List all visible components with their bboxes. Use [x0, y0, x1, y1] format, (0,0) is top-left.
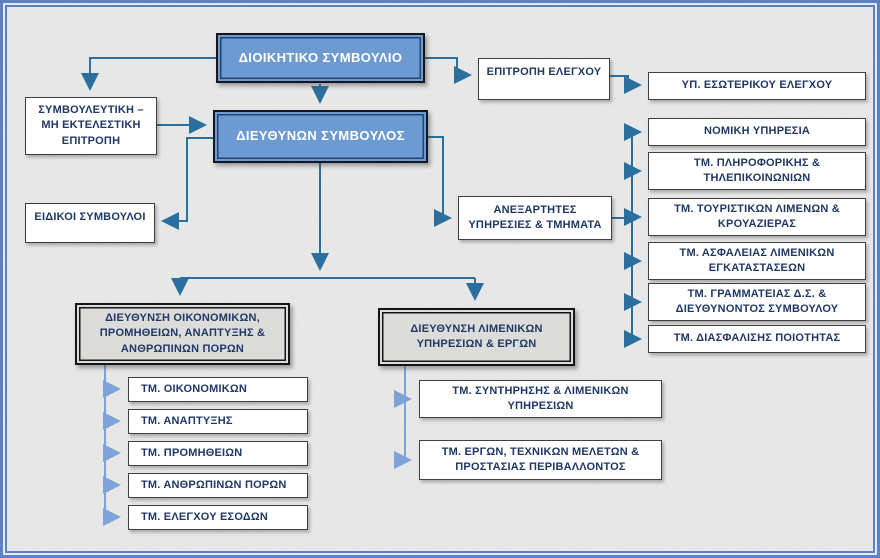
node-ceo: ΔΙΕΥΘΥΝΩΝ ΣΥΜΒΟΥΛΟΣ [213, 110, 428, 163]
node-finance-dept: ΤΜ. ΟΙΚΟΝΟΜΙΚΩΝ [128, 377, 308, 402]
node-board-secretariat-dept: ΤΜ. ΓΡΑΜΜΑΤΕΙΑΣ Δ.Σ. & ΔΙΕΥΘΥΝΟΝΤΟΣ ΣΥΜΒ… [648, 283, 866, 321]
node-it-telecom-dept: ΤΜ. ΠΛΗΡΟΦΟΡΙΚΗΣ & ΤΗΛΕΠΙΚΟΙΝΩΝΙΩΝ [648, 152, 866, 190]
node-development-dept: ΤΜ. ΑΝΑΠΤΥΞΗΣ [128, 409, 308, 434]
node-directorate-finance: ΔΙΕΥΘΥΝΣΗ ΟΙΚΟΝΟΜΙΚΩΝ, ΠΡΟΜΗΘΕΙΩΝ, ΑΝΑΠΤ… [75, 303, 290, 365]
node-revenue-control-dept: ΤΜ. ΕΛΕΓΧΟΥ ΕΣΟΔΩΝ [128, 505, 308, 530]
node-quality-assurance-dept: ΤΜ. ΔΙΑΣΦΑΛΙΣΗΣ ΠΟΙΟΤΗΤΑΣ [648, 325, 866, 353]
node-independent-services: ΑΝΕΞΑΡΤΗΤΕΣ ΥΠΗΡΕΣΙΕΣ & ΤΜΗΜΑΤΑ [458, 196, 612, 240]
node-special-advisors: ΕΙΔΙΚΟΙ ΣΥΜΒΟΥΛΟΙ [25, 203, 155, 243]
primary-connectors [81, 57, 642, 348]
node-audit-committee: ΕΠΙΤΡΟΠΗ ΕΛΕΓΧΟΥ [478, 58, 610, 100]
node-human-resources-dept: ΤΜ. ΑΝΘΡΩΠΙΝΩΝ ΠΟΡΩΝ [128, 473, 308, 498]
node-internal-audit-service: ΥΠ. ΕΣΩΤΕΡΙΚΟΥ ΕΛΕΓΧΟΥ [648, 72, 866, 100]
node-port-facility-security-dept: ΤΜ. ΑΣΦΑΛΕΙΑΣ ΛΙΜΕΝΙΚΩΝ ΕΓΚΑΤΑΣΤΑΣΕΩΝ [648, 242, 866, 280]
node-advisory-non-executive-committee: ΣΥΜΒΟΥΛΕΥΤΙΚΗ – ΜΗ ΕΚΤΕΛΕΣΤΙΚΗ ΕΠΙΤΡΟΠΗ [25, 97, 157, 155]
secondary-connectors [103, 365, 412, 526]
node-legal-service: ΝΟΜΙΚΗ ΥΠΗΡΕΣΙΑ [648, 118, 866, 146]
node-maintenance-port-services-dept: ΤΜ. ΣΥΝΤΗΡΗΣΗΣ & ΛΙΜΕΝΙΚΩΝ ΥΠΗΡΕΣΙΩΝ [419, 380, 662, 418]
node-procurement-dept: ΤΜ. ΠΡΟΜΗΘΕΙΩΝ [128, 441, 308, 466]
node-tourist-ports-cruise-dept: ΤΜ. ΤΟΥΡΙΣΤΙΚΩΝ ΛΙΜΕΝΩΝ & ΚΡΟΥΑΖΙΕΡΑΣ [648, 198, 866, 236]
node-directorate-port-services: ΔΙΕΥΘΥΝΣΗ ΛΙΜΕΝΙΚΩΝ ΥΠΗΡΕΣΙΩΝ & ΕΡΓΩΝ [378, 308, 575, 366]
node-works-studies-environment-dept: ΤΜ. ΕΡΓΩΝ, ΤΕΧΝΙΚΩΝ ΜΕΛΕΤΩΝ & ΠΡΟΣΤΑΣΙΑΣ… [419, 440, 662, 480]
node-board-of-directors: ΔΙΟΙΚΗΤΙΚΟ ΣΥΜΒΟΥΛΙΟ [216, 33, 425, 83]
